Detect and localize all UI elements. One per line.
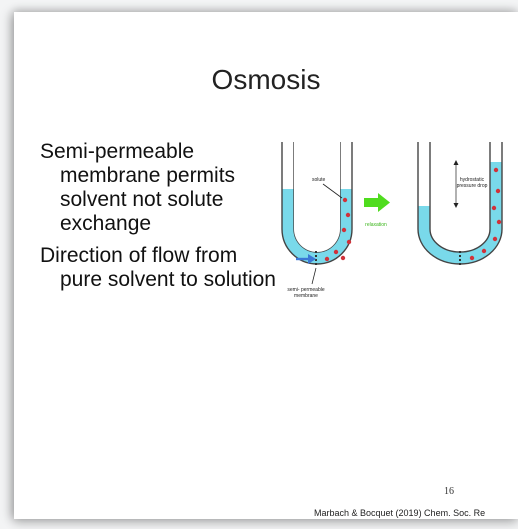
bullet-item-1: Semi-permeable membrane permits solvent …: [40, 140, 280, 236]
solute-dot: [496, 189, 500, 193]
solute-dot: [334, 250, 338, 254]
relaxation-arrow: relaxation: [364, 193, 390, 228]
left-u-tube: solute semi- permeable membrane: [282, 142, 352, 299]
solute-dot: [493, 237, 497, 241]
pressure-drop-label: pressure drop: [457, 183, 488, 189]
solute-dot: [341, 256, 345, 260]
right-u-tube: hydrostatic pressure drop: [418, 142, 502, 266]
relaxation-arrow-head: [378, 193, 390, 212]
slide: Osmosis Semi-permeable membrane permits …: [14, 12, 518, 519]
relaxation-arrow-shaft: [364, 198, 378, 207]
solute-label: solute: [312, 177, 326, 183]
left-tube-core: [294, 189, 340, 229]
solute-dot: [346, 213, 350, 217]
bullet-item-2: Direction of flow from pure solvent to s…: [40, 244, 280, 292]
solute-dot: [325, 257, 329, 261]
solute-dot: [482, 249, 486, 253]
relaxation-label: relaxation: [365, 222, 387, 228]
solute-dot: [342, 228, 346, 232]
solute-dot: [343, 198, 347, 202]
slide-title: Osmosis: [14, 64, 518, 96]
solute-dot: [492, 206, 496, 210]
solute-dot: [347, 240, 351, 244]
solute-dot: [470, 256, 474, 260]
pressure-arrow-up: [454, 160, 459, 165]
membrane-label-line2: membrane: [294, 293, 318, 299]
right-tube-inner: [430, 142, 490, 252]
membrane-pointer: [312, 268, 316, 284]
osmosis-diagram: solute semi- permeable membrane relaxati…: [272, 134, 518, 334]
page-number: 16: [444, 486, 454, 497]
bullet-list: Semi-permeable membrane permits solvent …: [40, 140, 280, 300]
citation: Marbach & Bocquet (2019) Chem. Soc. Re: [314, 508, 485, 518]
solute-dot: [497, 220, 501, 224]
solute-dot: [494, 168, 498, 172]
pressure-arrow-down: [454, 203, 459, 208]
